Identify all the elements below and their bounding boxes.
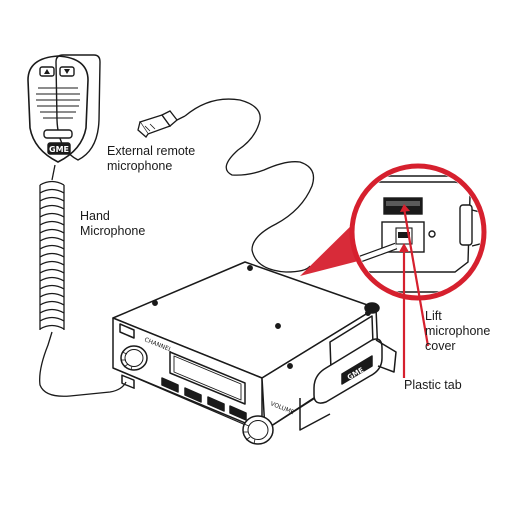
detail-callout xyxy=(300,163,487,301)
hand-microphone: GME xyxy=(36,54,101,161)
power-button xyxy=(119,323,135,339)
label-line: Microphone xyxy=(80,224,146,238)
coiled-cord xyxy=(39,164,127,397)
external-remote-microphone xyxy=(137,98,315,273)
label-lift-microphone-cover: Lift microphone cover xyxy=(425,309,490,354)
leader-lines xyxy=(399,204,430,378)
mic-brand-text: GME xyxy=(49,145,69,154)
label-plastic-tab: Plastic tab xyxy=(404,378,462,392)
label-line: Hand xyxy=(80,209,110,223)
radio-unit: CHANNEL VOLUME GME xyxy=(112,261,397,445)
volume-knob xyxy=(242,415,274,445)
channel-knob xyxy=(120,345,148,371)
radio-brand-badge xyxy=(341,355,373,385)
mic-brand-badge xyxy=(47,142,71,155)
mic-ptt-bar xyxy=(43,129,73,139)
radio-display xyxy=(169,351,246,405)
label-line: microphone xyxy=(107,159,173,173)
label-line: Lift xyxy=(425,309,442,323)
radio-button-3 xyxy=(207,396,225,412)
radio-button-1 xyxy=(161,377,179,393)
label-hand-microphone: Hand Microphone xyxy=(80,209,145,239)
label-line: External remote xyxy=(107,144,196,158)
label-external-remote-microphone: External remote microphone xyxy=(107,144,195,174)
radio-button-4 xyxy=(229,405,247,421)
label-line: microphone xyxy=(425,324,491,338)
label-line: cover xyxy=(425,339,456,353)
radio-button-2 xyxy=(184,387,202,403)
hand-mic-outline xyxy=(27,55,89,163)
